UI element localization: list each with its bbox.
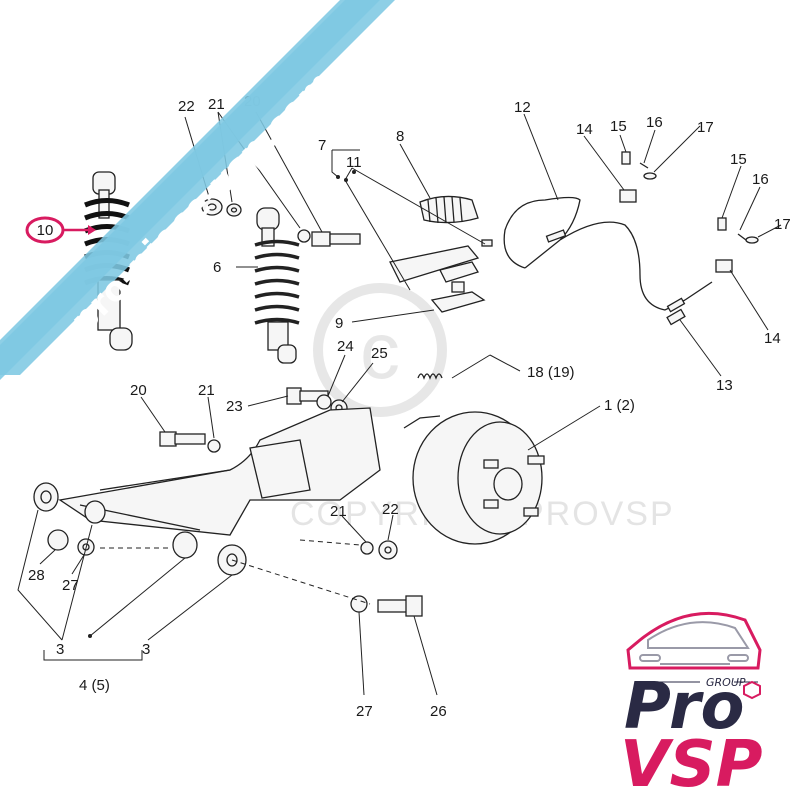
copyright-watermark: c bbox=[313, 283, 447, 417]
callout-21b: 21 bbox=[198, 382, 215, 399]
callout-15b: 15 bbox=[730, 151, 747, 168]
callout-26: 26 bbox=[430, 703, 447, 720]
callout-17: 17 bbox=[697, 119, 714, 136]
callout-12: 12 bbox=[514, 99, 531, 116]
part-12-handbrake-cable[interactable] bbox=[503, 196, 713, 313]
callout-4: 4 (5) bbox=[79, 677, 110, 694]
part-11-pins[interactable] bbox=[336, 170, 356, 182]
callout-14b: 14 bbox=[764, 330, 781, 347]
part-13-adjuster[interactable] bbox=[666, 308, 686, 326]
callout-labels: 22 21 20 7 11 8 12 14 15 16 17 15 16 17 … bbox=[28, 93, 791, 720]
callout-7: 7 bbox=[318, 137, 326, 154]
alignment-lines bbox=[100, 539, 371, 605]
part-22-nut-mid[interactable] bbox=[378, 540, 398, 560]
callout-28: 28 bbox=[28, 567, 45, 584]
provsp-logo: GROUP Pro VSP bbox=[620, 611, 763, 800]
part-20-bolt-upper[interactable] bbox=[311, 231, 361, 247]
part-8-lever-grip[interactable] bbox=[419, 195, 479, 224]
callout-1: 1 (2) bbox=[604, 397, 635, 414]
callout-24: 24 bbox=[337, 338, 354, 355]
callout-13: 13 bbox=[716, 377, 733, 394]
logo-group-text: GROUP bbox=[706, 676, 746, 689]
part-22-nut-upper[interactable] bbox=[201, 198, 223, 216]
callout-23: 23 bbox=[226, 398, 243, 415]
part-1-brake-drum[interactable] bbox=[403, 411, 545, 545]
callout-11: 11 bbox=[346, 154, 362, 171]
callout-14: 14 bbox=[576, 121, 593, 138]
part-3-bushing-left[interactable] bbox=[33, 482, 59, 512]
copyright-symbol: c bbox=[360, 306, 400, 395]
callout-17b: 17 bbox=[774, 216, 791, 233]
callout-27: 27 bbox=[62, 577, 79, 594]
logo-vsp-text: VSP bbox=[620, 728, 763, 800]
callout-25: 25 bbox=[371, 345, 388, 362]
part-15-16-17-fasteners-lower[interactable] bbox=[717, 217, 759, 244]
leader-lines bbox=[17, 111, 782, 696]
logo-pro-text: Pro bbox=[624, 670, 744, 744]
callout-27b: 27 bbox=[356, 703, 373, 720]
callout-6: 6 bbox=[213, 259, 221, 276]
part-21-washer-lower[interactable] bbox=[207, 439, 221, 453]
callout-21c: 21 bbox=[330, 503, 347, 520]
part-4-rear-axle-arm[interactable] bbox=[58, 407, 381, 536]
callout-21: 21 bbox=[208, 96, 225, 113]
part-21-washer-mid[interactable] bbox=[360, 541, 374, 555]
svg-text:10: 10 bbox=[37, 222, 54, 239]
callout-20b: 20 bbox=[130, 382, 147, 399]
part-14-clip-lower[interactable] bbox=[715, 259, 733, 273]
callout-16: 16 bbox=[646, 114, 663, 131]
callout-9: 9 bbox=[335, 315, 343, 332]
part-15-16-17-fasteners-upper[interactable] bbox=[621, 151, 657, 180]
part-18-return-spring[interactable] bbox=[417, 373, 443, 380]
callout-3a: 3 bbox=[56, 641, 64, 658]
part-14-clip-upper[interactable] bbox=[619, 189, 637, 203]
part-9-lever-base[interactable] bbox=[430, 281, 486, 313]
callout-16b: 16 bbox=[752, 171, 769, 188]
part-3-bushing-mid[interactable] bbox=[84, 500, 106, 524]
callout-22: 22 bbox=[178, 98, 195, 115]
callout-3b: 3 bbox=[142, 641, 150, 658]
part-28-nut-left[interactable] bbox=[47, 529, 69, 551]
part-3-bushing-arm[interactable] bbox=[172, 531, 198, 559]
callout-8: 8 bbox=[396, 128, 404, 145]
highlight-label-10: 10 bbox=[25, 216, 96, 244]
part-23-bolt[interactable] bbox=[286, 387, 329, 405]
part-20-bolt-lower[interactable] bbox=[159, 431, 206, 447]
part-7-handbrake-lever[interactable] bbox=[389, 239, 493, 283]
part-6-shock-absorber[interactable] bbox=[254, 207, 300, 364]
part-21-washer-upper[interactable] bbox=[226, 203, 242, 217]
callout-18: 18 (19) bbox=[527, 364, 575, 381]
part-26-bolt-lower[interactable] bbox=[377, 595, 423, 617]
callout-15: 15 bbox=[610, 118, 627, 135]
callout-22c: 22 bbox=[382, 501, 399, 518]
part-24-washer[interactable] bbox=[316, 394, 332, 410]
part-21-washer-upper-b[interactable] bbox=[297, 229, 311, 243]
